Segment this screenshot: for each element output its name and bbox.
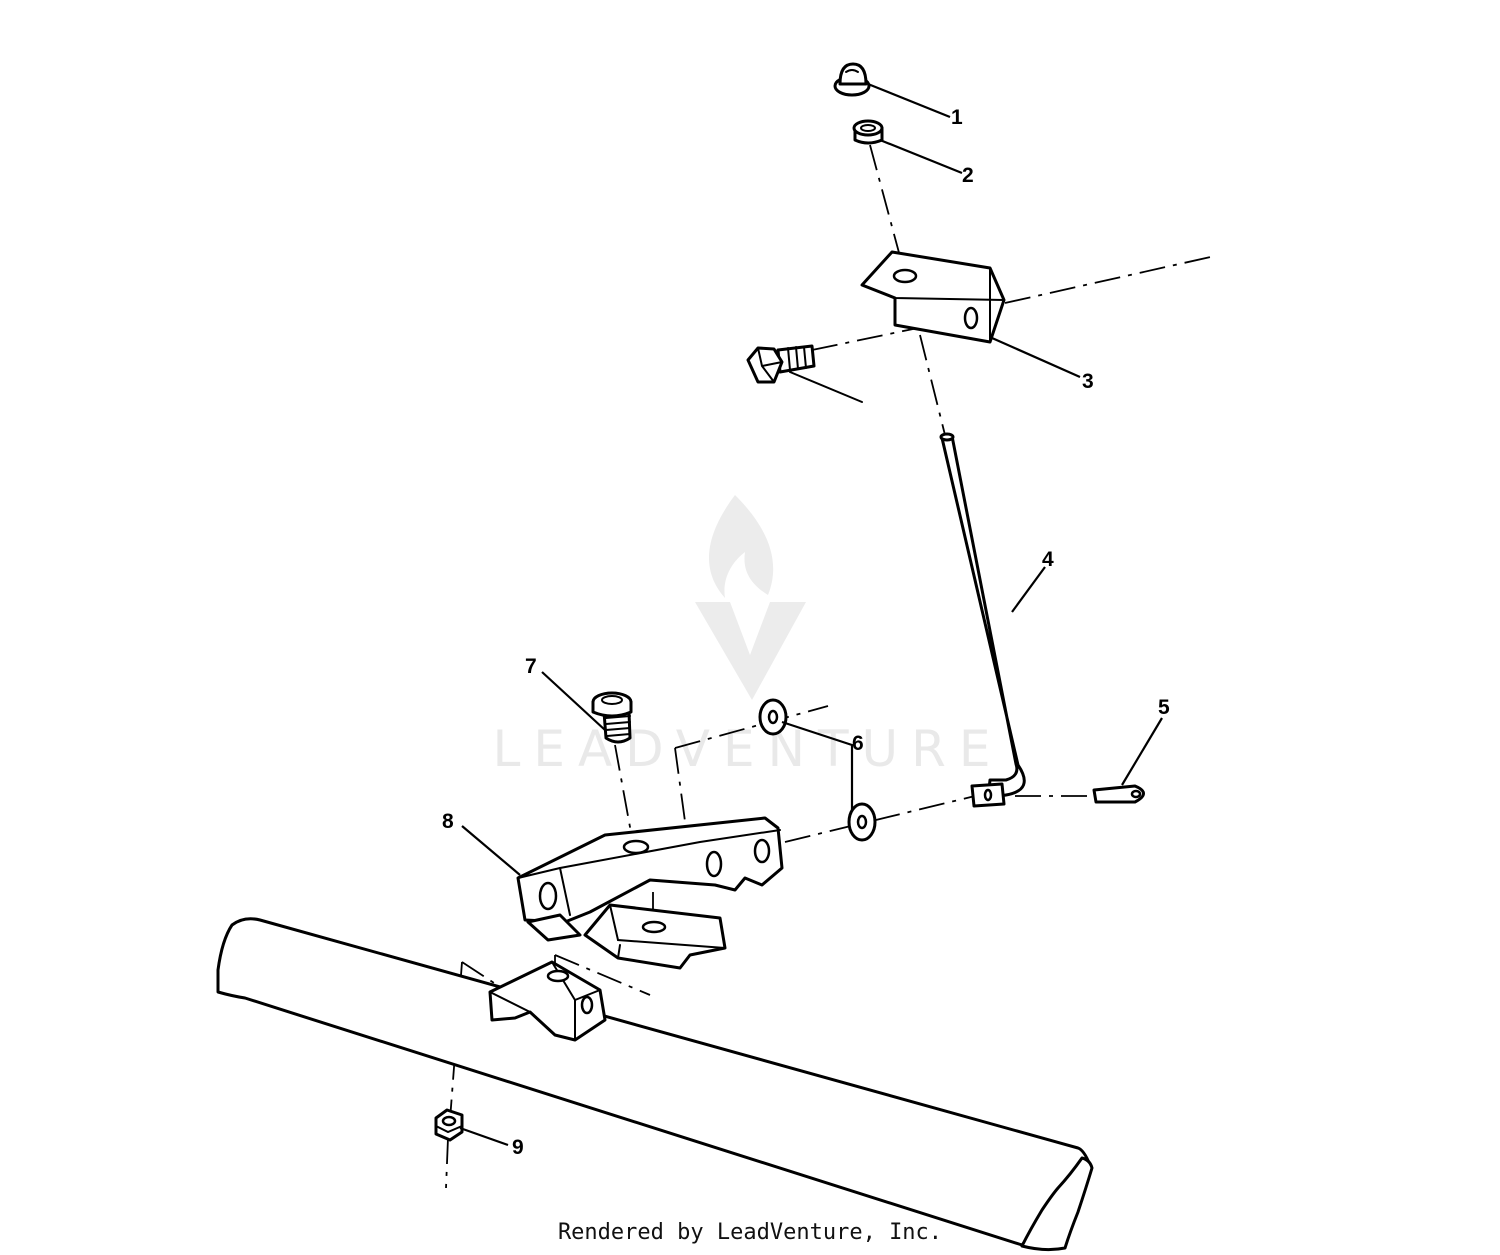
flame-v-logo-icon <box>695 495 806 700</box>
render-credit: Rendered by LeadVenture, Inc. <box>557 1220 943 1245</box>
callouts: 1 2 3 4 5 6 7 8 9 <box>442 106 1170 1159</box>
pedal-bracket[interactable] <box>516 816 784 970</box>
hex-nut[interactable] <box>434 1108 464 1142</box>
hex-bolt[interactable] <box>746 344 816 384</box>
screw[interactable] <box>591 691 633 744</box>
callout-6[interactable]: 6 <box>852 732 864 755</box>
hairpin-clip[interactable] <box>1092 784 1145 804</box>
watermark-text: LEADVENTURE <box>493 720 1004 778</box>
washer-upper[interactable] <box>758 698 788 736</box>
callout-9[interactable]: 9 <box>512 1136 524 1159</box>
watermark: LEADVENTURE <box>493 495 1004 778</box>
frame-tube <box>216 917 1094 1252</box>
callout-8[interactable]: 8 <box>442 810 454 833</box>
pivot-bracket[interactable] <box>860 250 1006 344</box>
control-rod[interactable] <box>939 432 1026 808</box>
callout-4[interactable]: 4 <box>1042 548 1054 571</box>
washer-lower[interactable] <box>847 802 877 842</box>
leader-lines <box>459 82 1163 1147</box>
u-clamp[interactable] <box>488 960 607 1042</box>
cap-nut[interactable] <box>833 62 871 97</box>
callout-7[interactable]: 7 <box>525 655 537 678</box>
lock-nut[interactable] <box>852 119 884 145</box>
callout-3[interactable]: 3 <box>1082 370 1094 393</box>
callout-2[interactable]: 2 <box>962 164 974 187</box>
callout-5[interactable]: 5 <box>1158 696 1170 719</box>
callout-1[interactable]: 1 <box>951 106 963 129</box>
